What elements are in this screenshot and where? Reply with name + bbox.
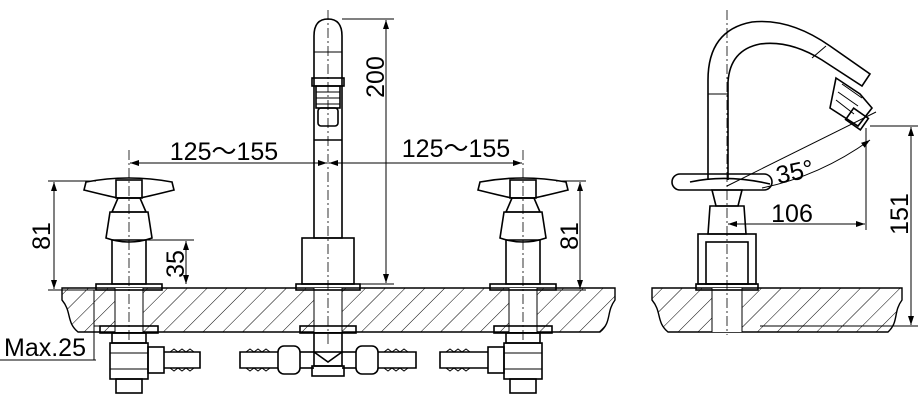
- spacing-right-label: 125～155: [402, 135, 510, 163]
- front-view: 200 125～155 125～155 81 35 81: [0, 10, 616, 394]
- deck-side: [651, 287, 903, 333]
- dimension-side-angle: 35°: [726, 111, 877, 190]
- center-spout: [239, 18, 417, 377]
- side-height-label: 151: [886, 193, 914, 235]
- dimension-handle-base: 35: [146, 239, 194, 284]
- handle-height-left-label: 81: [28, 222, 56, 250]
- handle-base-label: 35: [162, 250, 190, 278]
- left-cross-handle: [83, 177, 201, 394]
- spout-height-label: 200: [362, 56, 390, 98]
- deck-thickness-label: Max.25: [4, 334, 86, 362]
- dimension-spacing: 125～155 125～155: [130, 135, 522, 166]
- spacing-left-label: 125～155: [170, 138, 278, 166]
- right-cross-handle: [439, 177, 569, 394]
- side-spout: [671, 20, 874, 291]
- dimension-handle-height-left: 81: [28, 180, 96, 291]
- dimension-handle-height-right: 81: [556, 180, 586, 291]
- deck-front: [61, 287, 616, 333]
- dimension-side-height: 151: [760, 125, 918, 327]
- dimension-deck-thickness: Max.25: [0, 290, 100, 362]
- dimension-spout-height: 200: [342, 18, 394, 285]
- handle-height-right-label: 81: [556, 222, 584, 250]
- side-view: 35° 106 151: [651, 10, 918, 335]
- dimension-side-reach: 106: [728, 128, 867, 230]
- side-reach-label: 106: [771, 200, 813, 228]
